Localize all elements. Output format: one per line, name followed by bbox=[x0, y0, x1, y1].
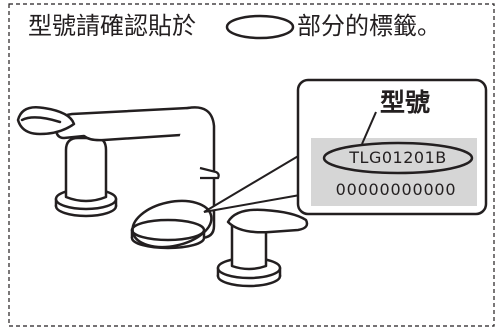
model-number-highlight bbox=[322, 141, 474, 175]
dashed-border bbox=[8, 3, 495, 327]
model-heading: 型號 bbox=[380, 88, 431, 117]
spout-illustration bbox=[16, 106, 216, 240]
model-leader-line bbox=[361, 111, 377, 145]
pop-up-rod bbox=[199, 166, 220, 180]
model-number: TLG01201B bbox=[349, 148, 447, 167]
instruction-text-after-symbol: 部分的標籤。 bbox=[297, 12, 441, 40]
instruction-text-before-symbol: 型號請確認貼於 bbox=[28, 12, 196, 40]
label-location-highlight bbox=[131, 199, 213, 249]
serial-number: 00000000000 bbox=[335, 180, 457, 199]
callout-pointer bbox=[203, 153, 301, 213]
right-handle-illustration bbox=[216, 208, 309, 288]
ellipse-symbol-icon bbox=[225, 14, 295, 40]
